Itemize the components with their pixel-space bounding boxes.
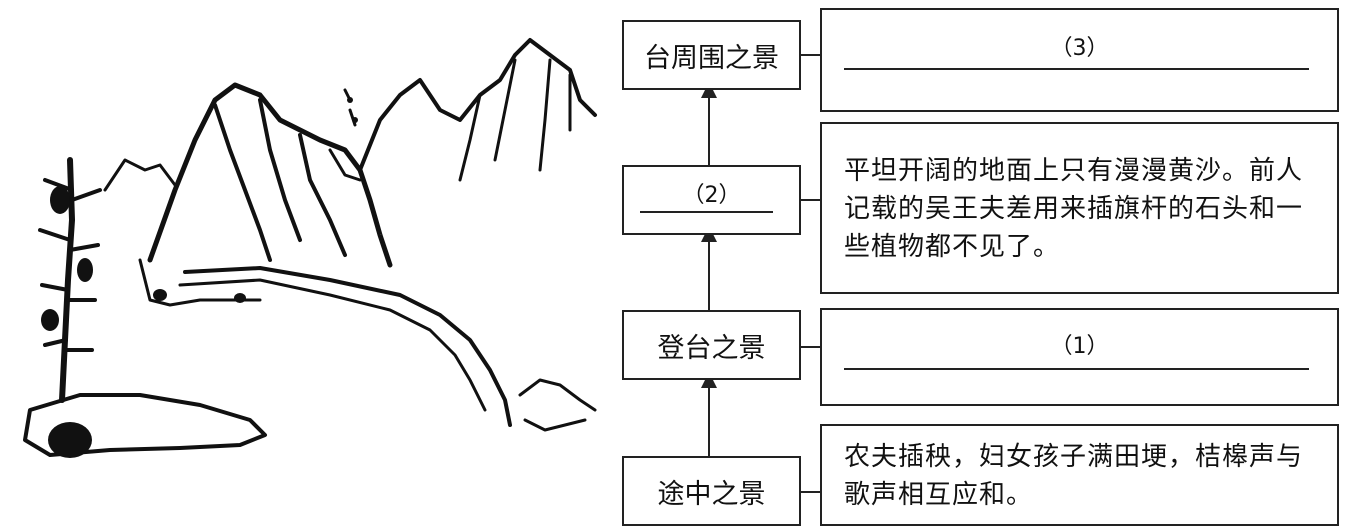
platform-view-box: （2） [622, 165, 801, 235]
platform-view-blank-number: （2） [682, 183, 741, 208]
platform-description-text: 平坦开阔的地面上只有漫漫黄沙。前人记载的吴王夫差用来插旗杆的石头和一些植物都不见… [844, 156, 1304, 262]
foreground-rock [23, 393, 267, 457]
ascending-view-label: 登台之景 [657, 332, 766, 364]
landscape-illustration [23, 38, 597, 458]
ascending-answer-line [844, 368, 1309, 370]
ascending-blank-number: （1） [1050, 334, 1109, 359]
surroundings-view-label: 台周围之景 [644, 42, 779, 74]
surroundings-answer-box: （3） [820, 8, 1339, 112]
surroundings-view-box: 台周围之景 [622, 20, 801, 90]
main-mountain [147, 82, 393, 268]
en-route-view-label: 途中之景 [657, 478, 766, 510]
ascending-view-box: 登台之景 [622, 310, 801, 380]
en-route-view-box: 途中之景 [622, 456, 801, 526]
surroundings-blank-number: （3） [1050, 36, 1109, 61]
platform-view-answer-line [640, 211, 773, 213]
riverbank [183, 266, 512, 427]
platform-description-box: 平坦开阔的地面上只有漫漫黄沙。前人记载的吴王夫差用来插旗杆的石头和一些植物都不见… [820, 122, 1339, 294]
right-peaks [358, 38, 597, 172]
ascending-answer-box: （1） [820, 308, 1339, 406]
en-route-description-text: 农夫插秧，妇女孩子满田埂，桔槔声与歌声相互应和。 [844, 442, 1304, 510]
surroundings-answer-line [844, 68, 1309, 70]
en-route-description-box: 农夫插秧，妇女孩子满田埂，桔槔声与歌声相互应和。 [820, 424, 1339, 526]
